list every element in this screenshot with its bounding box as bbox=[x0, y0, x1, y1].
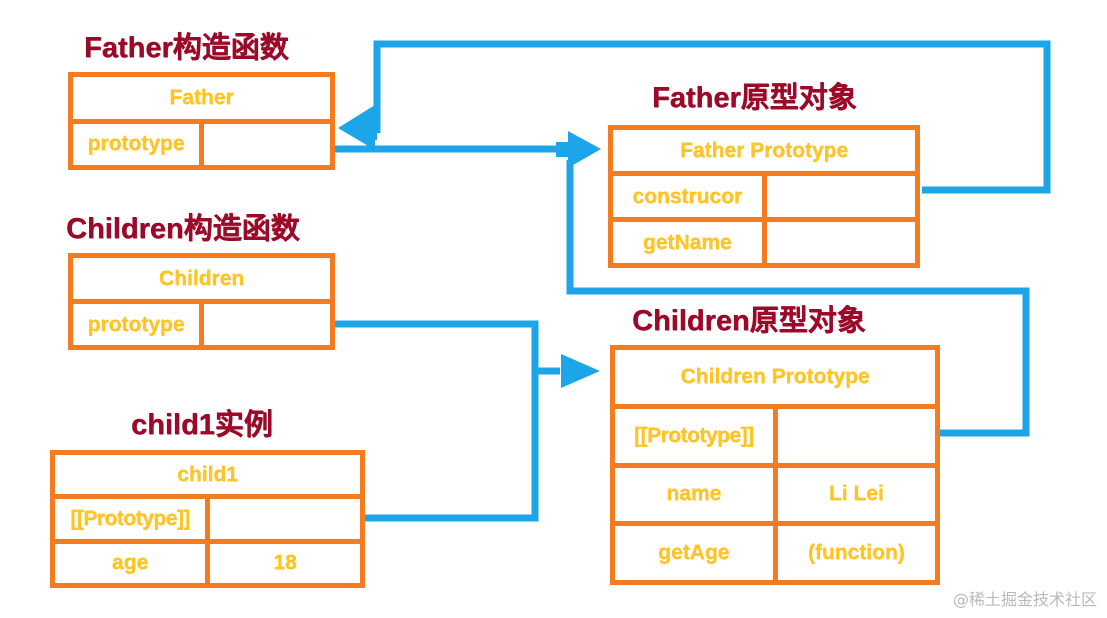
table-row: child1 bbox=[55, 455, 360, 494]
cell-value-construcor bbox=[767, 176, 916, 217]
table-row: getAge (function) bbox=[615, 521, 935, 580]
table-father-constructor: Father prototype bbox=[68, 72, 335, 170]
cell-key-child1-age: age bbox=[55, 543, 210, 583]
watermark: @稀土掘金技术社区 bbox=[952, 590, 1097, 609]
cell-value-getage: (function) bbox=[807, 541, 905, 565]
table-row: prototype bbox=[73, 299, 330, 345]
table-row: prototype bbox=[73, 118, 330, 166]
cell-header-children-prototype: Children Prototype bbox=[680, 364, 870, 388]
title-children-prototype-object: Children原型对象 bbox=[632, 305, 866, 337]
cell-value-children-prototype bbox=[204, 304, 330, 345]
cell-key-getage: getAge bbox=[615, 526, 778, 580]
cell-header-child1: child1 bbox=[177, 462, 238, 486]
cell-key-father-prototype: prototype bbox=[73, 123, 204, 165]
cell-value-child1-prototype bbox=[210, 499, 360, 538]
cell-key-name: name bbox=[615, 467, 778, 522]
cell-header-children: Children bbox=[158, 266, 245, 290]
table-row: age 18 bbox=[55, 538, 360, 583]
cell-header-father: Father bbox=[169, 85, 234, 109]
title-children-constructor: Children构造函数 bbox=[66, 213, 300, 245]
table-row: Father bbox=[73, 77, 330, 119]
cell-header-father-prototype: Father Prototype bbox=[679, 138, 849, 162]
cell-value-name: Li Lei bbox=[828, 482, 884, 506]
table-row: Children bbox=[73, 258, 330, 299]
table-row: [[Prototype]] bbox=[615, 403, 936, 463]
cell-key-getname: getName bbox=[613, 222, 767, 263]
cell-value-getname bbox=[767, 222, 916, 263]
table-children-constructor: Children prototype bbox=[68, 253, 335, 350]
cell-key-construcor: construcor bbox=[613, 176, 767, 217]
table-father-prototype-object: Father Prototype construcor getName bbox=[608, 125, 920, 268]
table-row: Children Prototype bbox=[615, 350, 935, 404]
cell-key-children-proto-internal: [[Prototype]] bbox=[615, 408, 778, 463]
table-row: [[Prototype]] bbox=[55, 494, 360, 539]
table-row: construcor bbox=[613, 171, 915, 217]
title-child1-instance: child1实例 bbox=[131, 409, 273, 441]
cell-value-father-prototype bbox=[204, 124, 330, 166]
table-child1-instance: child1 [[Prototype]] age 18 bbox=[50, 450, 365, 588]
table-row: getName bbox=[613, 217, 915, 263]
title-father-prototype-object: Father原型对象 bbox=[652, 82, 857, 114]
table-children-prototype-object: Children Prototype [[Prototype]] name Li… bbox=[610, 345, 940, 585]
cell-key-children-prototype: prototype bbox=[73, 304, 204, 345]
table-row: Father Prototype bbox=[613, 130, 915, 171]
cell-value-children-proto-internal bbox=[778, 409, 936, 463]
cell-value-child1-age: 18 bbox=[273, 551, 297, 575]
title-father-constructor: Father构造函数 bbox=[84, 32, 289, 64]
cell-key-child1-prototype: [[Prototype]] bbox=[55, 499, 210, 539]
table-row: name Li Lei bbox=[615, 462, 935, 522]
